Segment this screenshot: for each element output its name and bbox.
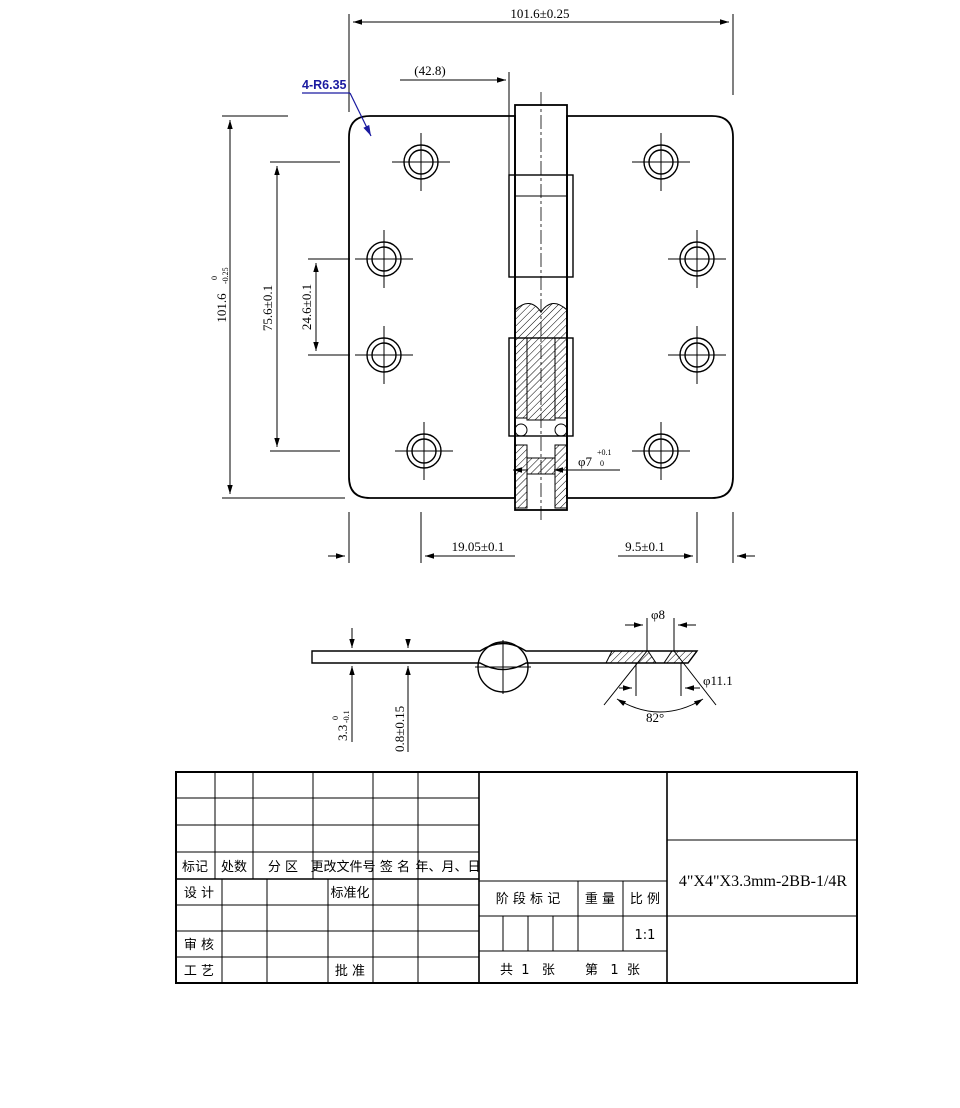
- stage-mark-label: 阶 段 标 记: [496, 892, 560, 907]
- height-lower-tol: -0.25: [221, 267, 230, 284]
- review-label: 审 核: [184, 938, 214, 953]
- edge-hole-right-text: 9.5±0.1: [625, 539, 665, 554]
- dim-hole-span-inner: 24.6±0.1: [299, 258, 350, 356]
- radius-callout: 4-R6.35: [302, 78, 372, 137]
- sheet-no: 第 1 张: [585, 963, 640, 978]
- dim-pin-diameter: φ7 +0.1 0: [513, 448, 620, 473]
- design-label: 设 计: [184, 886, 214, 901]
- part-name: 4"X4"X3.3mm-2BB-1/4R: [679, 873, 848, 890]
- rev-header-sign: 签 名: [380, 859, 410, 875]
- dim-overall-width: 101.6±0.25: [348, 6, 734, 112]
- counter-hole-text: φ8: [651, 607, 665, 622]
- weight-label: 重 量: [585, 891, 615, 907]
- thickness-lower-tol: -0.1: [342, 710, 351, 723]
- pin-upper-tol: +0.1: [597, 448, 612, 457]
- screw-holes: [355, 133, 726, 480]
- height-upper-tol: 0: [210, 276, 219, 280]
- countersink-angle-text: 82°: [646, 710, 664, 725]
- overall-width-text: 101.6±0.25: [510, 6, 569, 21]
- pin-offset-text: (42.8): [414, 63, 445, 78]
- hole-span-outer-text: 75.6±0.1: [260, 285, 275, 331]
- dim-pin-offset: (42.8): [400, 63, 510, 175]
- overall-height-text: 101.6: [214, 293, 229, 323]
- process-label: 工 艺: [184, 964, 214, 979]
- radius-text: 4-R6.35: [302, 78, 347, 92]
- dim-overall-height: 101.6 0 -0.25: [210, 115, 345, 499]
- ratio-value: 1:1: [635, 928, 656, 943]
- knuckle: [508, 92, 574, 522]
- leaf-thickness-text: 0.8±0.15: [392, 706, 407, 752]
- side-view: φ8 φ11.1 82° 3.3 0 -0.1 0.8±0.15: [311, 607, 733, 752]
- rev-header-count: 处数: [221, 860, 247, 875]
- pin-diameter-text: φ7: [578, 454, 593, 469]
- thickness-total-text: 3.3: [335, 725, 350, 741]
- sheet-total: 共 1 张: [500, 963, 555, 978]
- standardize-label: 标准化: [330, 886, 369, 901]
- approve-label: 批 准: [335, 964, 365, 979]
- rev-header-zone: 分 区: [268, 860, 298, 875]
- title-block: 标记 处数 分 区 更改文件号 签 名 年、月、日 设 计 标准化 审 核 工 …: [175, 771, 858, 984]
- rev-header-mark: 标记: [182, 860, 208, 875]
- dim-edge-holes: 19.05±0.1 9.5±0.1: [328, 512, 755, 563]
- hole-span-inner-text: 24.6±0.1: [299, 284, 314, 330]
- pin-lower-tol: 0: [600, 459, 604, 468]
- rev-header-doc: 更改文件号: [310, 860, 375, 875]
- dim-hole-span-outer: 75.6±0.1: [260, 161, 340, 452]
- left-leaf-outline: [348, 115, 516, 499]
- rev-header-date: 年、月、日: [415, 860, 480, 875]
- front-view: 101.6±0.25 (42.8) 4-R6.35 101.6 0 -0.25: [210, 6, 755, 563]
- edge-hole-left-text: 19.05±0.1: [452, 539, 505, 554]
- thickness-upper-tol: 0: [331, 716, 340, 720]
- countersink-dia-text: φ11.1: [703, 673, 733, 688]
- right-leaf-outline: [566, 115, 734, 499]
- ratio-label: 比 例: [630, 892, 660, 907]
